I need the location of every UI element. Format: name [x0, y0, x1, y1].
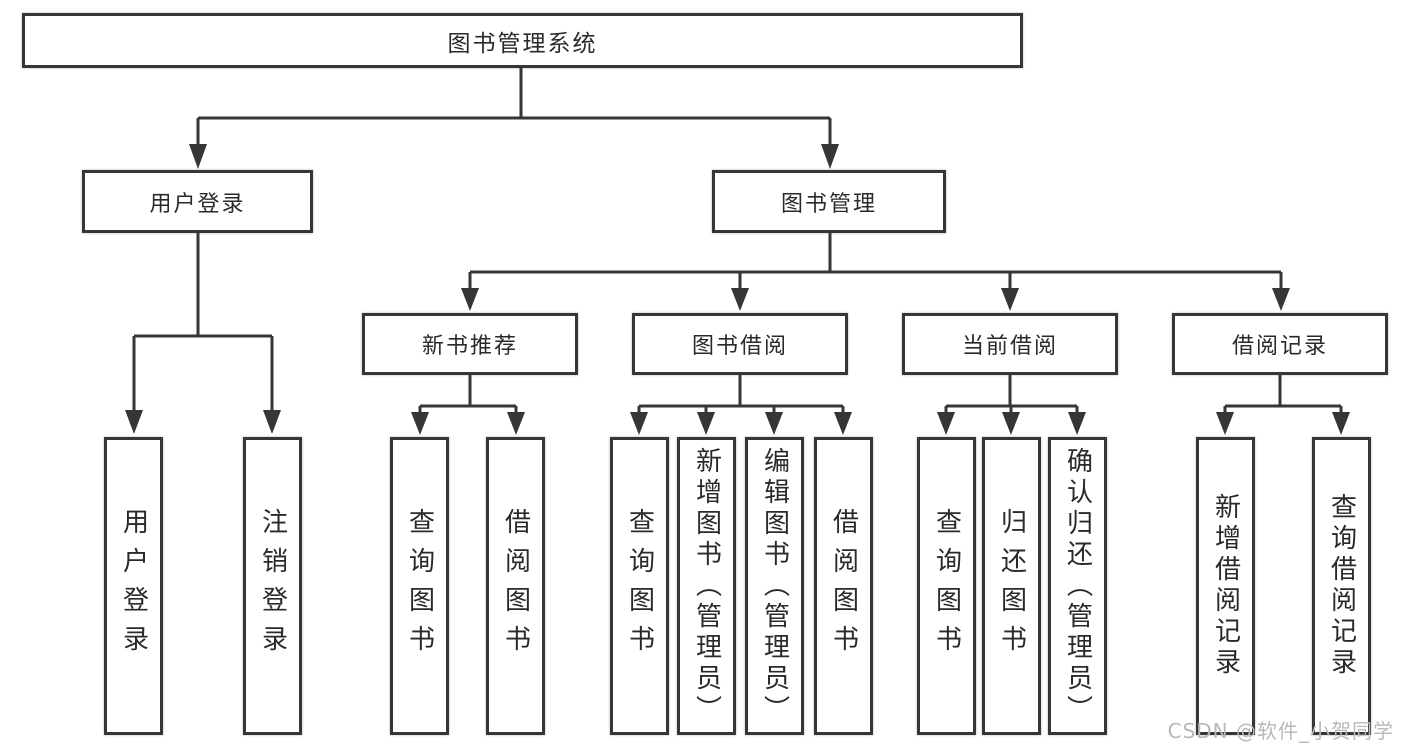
arrowheads [125, 144, 1350, 435]
leaf-add-book-admin: 新增图书（管理员） [677, 437, 736, 735]
leaf-borrow-books-borrowing: 借阅图书 [814, 437, 873, 735]
leaf-confirm-return-admin: 确认归还（管理员） [1048, 437, 1107, 735]
leaf-return-books: 归还图书 [982, 437, 1041, 735]
node-borrowing-records: 借阅记录 [1172, 313, 1388, 375]
node-library-management-system: 图书管理系统 [22, 13, 1023, 68]
node-current-borrowing: 当前借阅 [902, 313, 1118, 375]
leaf-user-login: 用户登录 [104, 437, 163, 735]
leaf-query-books-recommendation: 查询图书 [390, 437, 449, 735]
leaf-logout: 注销登录 [243, 437, 302, 735]
csdn-watermark: CSDN @软件_小贺同学 [1167, 719, 1394, 743]
leaf-edit-book-admin: 编辑图书（管理员） [745, 437, 804, 735]
leaf-query-books-borrowing: 查询图书 [610, 437, 669, 735]
leaf-add-borrow-record: 新增借阅记录 [1196, 437, 1255, 735]
node-new-book-recommendation: 新书推荐 [362, 313, 578, 375]
node-user-login: 用户登录 [82, 170, 313, 233]
leaf-query-borrow-record: 查询借阅记录 [1312, 437, 1371, 735]
node-book-borrowing: 图书借阅 [632, 313, 848, 375]
leaf-borrow-books-recommendation: 借阅图书 [486, 437, 545, 735]
leaf-query-books-current: 查询图书 [917, 437, 976, 735]
node-book-management: 图书管理 [712, 170, 946, 233]
